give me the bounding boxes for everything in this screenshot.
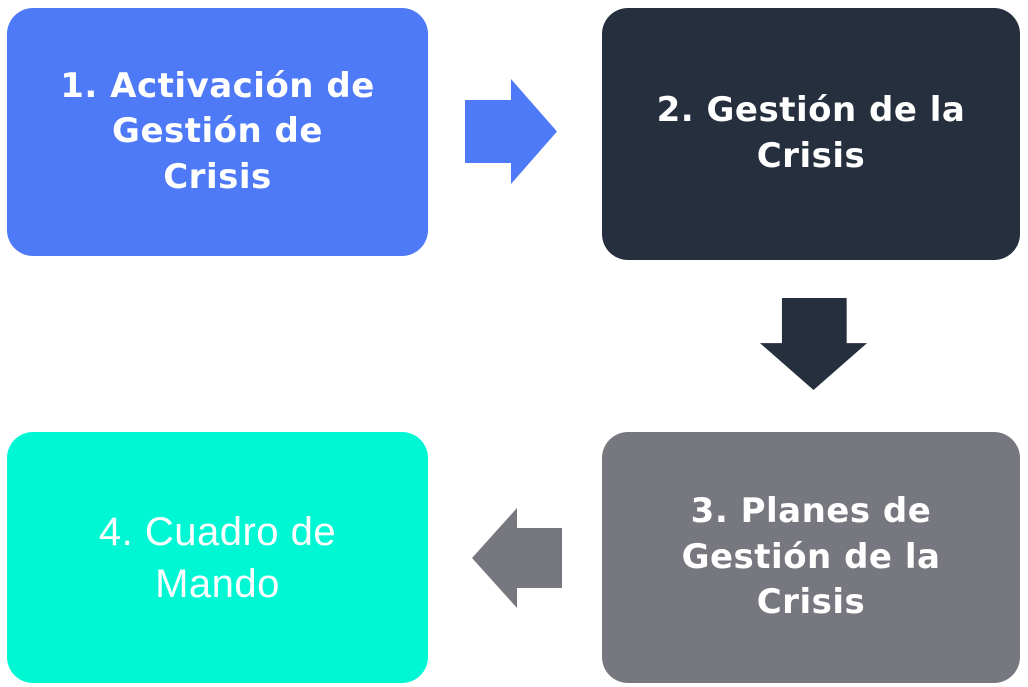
step-label-line: Crisis xyxy=(163,156,272,197)
step-label-line: Gestión de la xyxy=(681,536,941,577)
right-arrow-icon xyxy=(465,79,557,184)
step-label: 4. Cuadro de Mando xyxy=(7,506,428,610)
step-box-activacion-gestion-crisis: 1. Activación de Gestión de Crisis xyxy=(7,8,428,256)
step-label-line: Crisis xyxy=(756,136,866,176)
step-label: 3. Planes de Gestión de la Crisis xyxy=(602,489,1020,626)
step-label-line: Crisis xyxy=(756,582,866,623)
step-box-cuadro-de-mando: 4. Cuadro de Mando xyxy=(7,432,428,683)
step-label-line: 3. Planes de xyxy=(690,491,932,532)
step-box-gestion-de-la-crisis: 2. Gestión de la Crisis xyxy=(602,8,1020,260)
step-label-line: Gestión de xyxy=(112,111,323,152)
down-arrow-icon xyxy=(760,298,867,390)
step-label-line: 2. Gestión de la xyxy=(656,90,966,131)
step-label: 1. Activación de Gestión de Crisis xyxy=(7,64,428,201)
step-label: 2. Gestión de la Crisis xyxy=(602,88,1020,179)
step-label-line: 4. Cuadro de xyxy=(98,509,337,554)
left-arrow-icon xyxy=(472,508,562,608)
step-label-line: 1. Activación de xyxy=(60,65,375,106)
step-label-line: Mando xyxy=(155,561,280,606)
step-box-planes-de-gestion: 3. Planes de Gestión de la Crisis xyxy=(602,432,1020,683)
